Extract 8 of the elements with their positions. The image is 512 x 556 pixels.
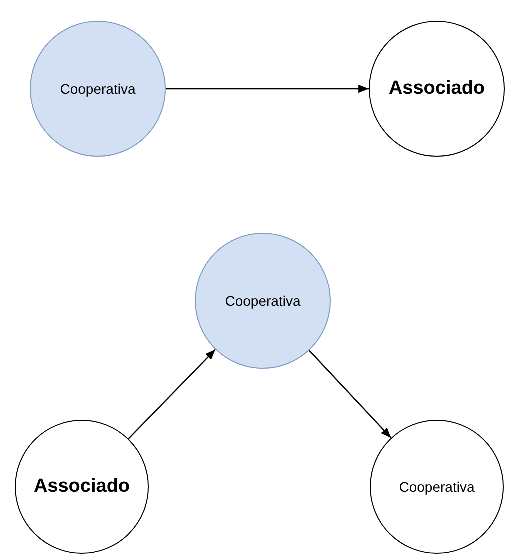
- node-label: Cooperativa: [399, 479, 475, 495]
- node-label: Associado: [34, 476, 130, 498]
- arrow: [308, 350, 392, 439]
- node-label: Cooperativa: [60, 81, 136, 97]
- node-label: Associado: [388, 78, 486, 100]
- node-label: Cooperativa: [225, 293, 301, 309]
- arrow: [128, 349, 216, 440]
- arrow: [166, 84, 369, 94]
